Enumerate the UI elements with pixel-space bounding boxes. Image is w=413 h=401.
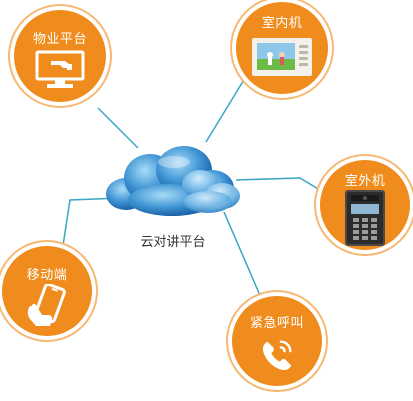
node-mobile[interactable]: 移动端 [2,246,92,336]
link-indoor [205,77,246,143]
link-property [97,107,139,149]
node-emergency-call[interactable]: 紧急呼叫 [232,296,322,386]
link-outdoor [235,177,331,197]
link-emergency [223,211,263,301]
node-emergency-label: 紧急呼叫 [249,316,304,331]
node-outdoor-label: 室外机 [344,174,386,189]
node-mobile-label: 移动端 [26,268,68,283]
node-outdoor-unit[interactable]: 室外机 [320,160,410,250]
node-indoor-label: 室内机 [261,16,303,31]
phone-icon [262,340,292,370]
cloud-platform-label: 云对讲平台 [140,235,206,250]
monitor-icon [35,50,85,88]
mobile-hand-icon [27,284,66,326]
link-mobile [61,197,122,253]
cloud-icon [106,146,240,216]
door-panel-icon [345,190,385,246]
indoor-screen-icon [252,38,312,76]
node-indoor-unit[interactable]: 室内机 [236,2,328,94]
node-property-label: 物业平台 [32,32,87,47]
node-property-platform[interactable]: 物业平台 [14,10,106,102]
